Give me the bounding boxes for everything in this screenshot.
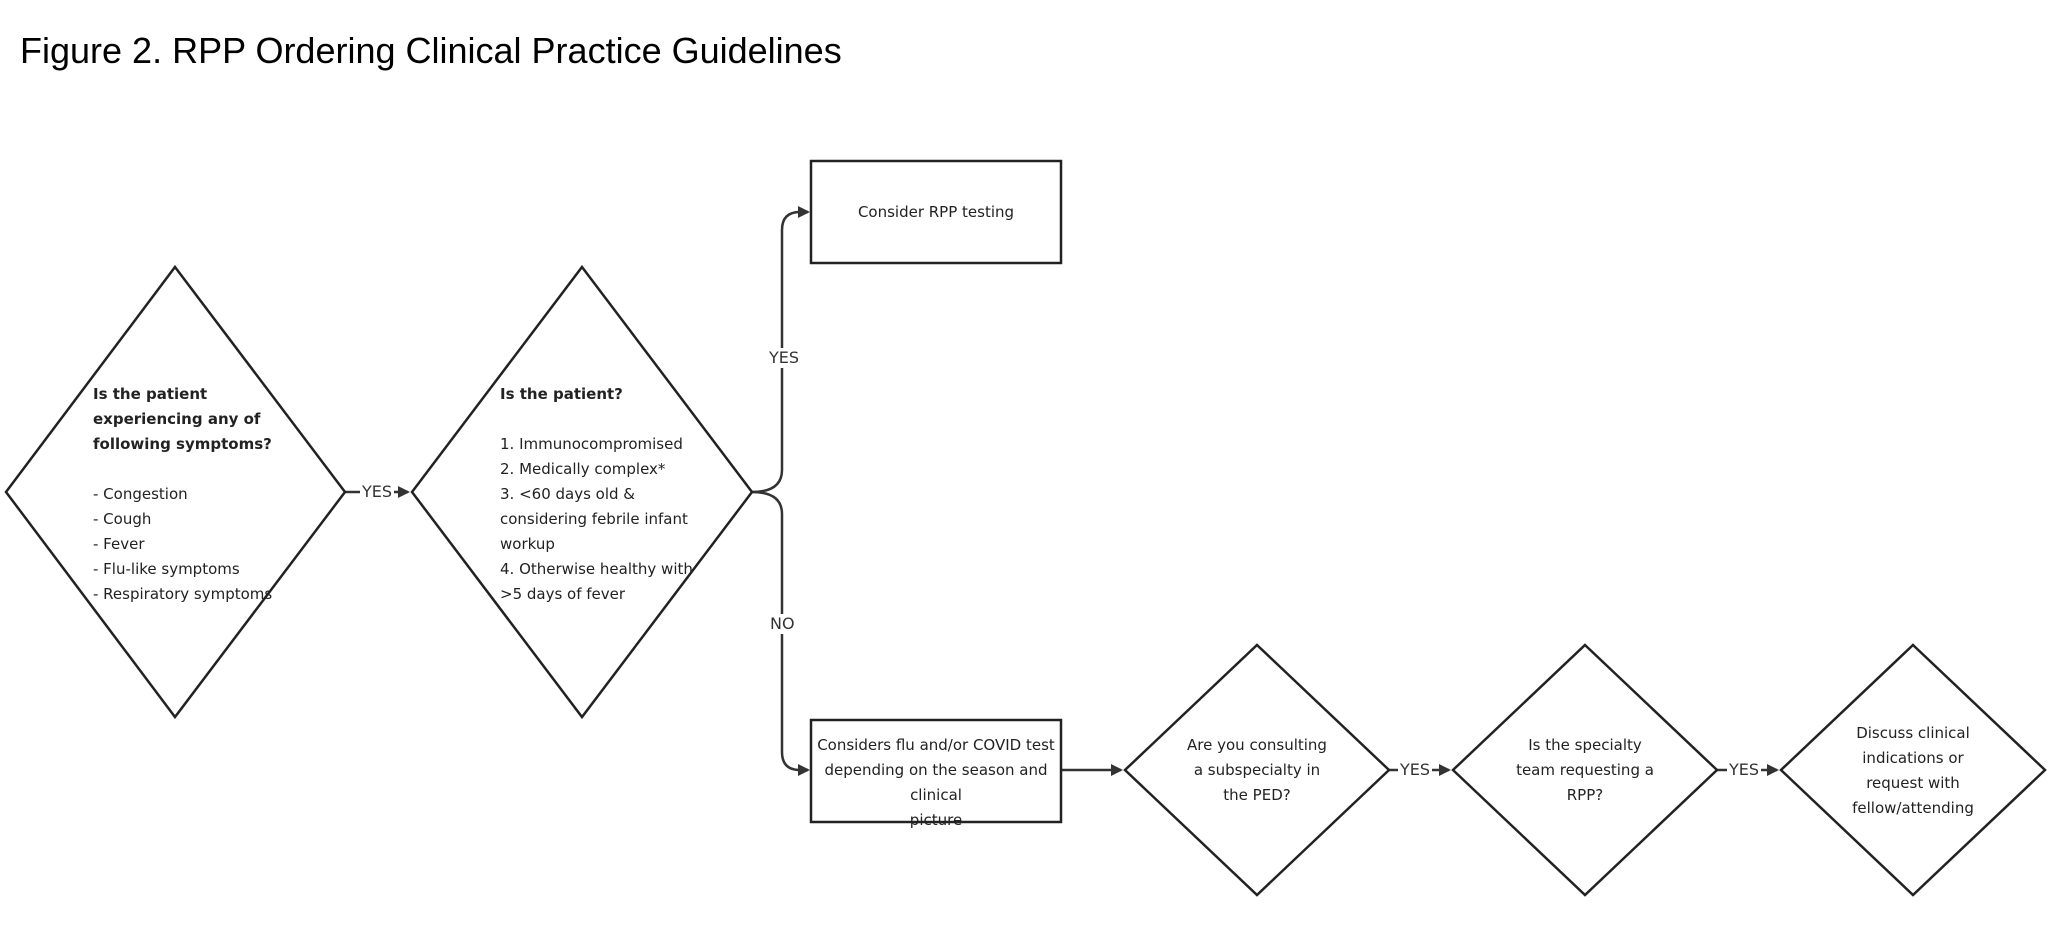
flu-covid-line: Considers flu and/or COVID test	[817, 736, 1055, 754]
patient-heading-line: Is the patient?	[500, 385, 623, 403]
page-title: Figure 2. RPP Ordering Clinical Practice…	[20, 30, 842, 71]
symptoms-heading-line: Is the patient	[93, 385, 208, 403]
symptoms-question: Is the patient experiencing any of follo…	[93, 382, 283, 607]
decision-diamond-subspecialty	[1123, 643, 1391, 897]
symptoms-heading-line: following symptoms?	[93, 435, 272, 453]
edge-patient-to-flu	[751, 490, 810, 776]
discuss-line: indications or	[1862, 749, 1964, 767]
team-line: team requesting a	[1516, 761, 1654, 779]
symptom-item: - Respiratory symptoms	[93, 585, 273, 603]
flu-covid-line: picture	[909, 811, 963, 829]
patient-criterion: 1. Immunocompromised	[500, 435, 683, 453]
subspecialty-line: Are you consulting	[1187, 736, 1327, 754]
edge-label-yes: YES	[1727, 760, 1762, 780]
consider-rpp-text: Consider RPP testing	[811, 200, 1061, 225]
flu-covid-text: Considers flu and/or COVID test dependin…	[811, 733, 1061, 833]
patient-question: Is the patient? 1. Immunocompromised 2. …	[500, 382, 705, 607]
symptom-item: - Congestion	[93, 485, 188, 503]
process-box-flu-covid	[809, 718, 1063, 824]
decision-diamond-symptoms	[4, 264, 347, 720]
patient-criterion: 4. Otherwise healthy with	[500, 560, 693, 578]
patient-criterion: workup	[500, 535, 555, 553]
discuss-line: fellow/attending	[1852, 799, 1974, 817]
edge-label-yes: YES	[767, 348, 802, 368]
edge-patient-to-rpp	[751, 206, 810, 494]
discuss-line: request with	[1866, 774, 1960, 792]
process-box-consider-rpp	[809, 159, 1063, 265]
decision-diamond-team	[1451, 643, 1719, 897]
subspecialty-line: the PED?	[1223, 786, 1291, 804]
patient-criterion: 3. <60 days old &	[500, 485, 636, 503]
patient-criterion: 2. Medically complex*	[500, 460, 666, 478]
subspecialty-question: Are you consulting a subspecialty in the…	[1172, 733, 1342, 808]
team-question: Is the specialty team requesting a RPP?	[1500, 733, 1670, 808]
team-line: Is the specialty	[1528, 736, 1642, 754]
decision-diamond-patient	[410, 264, 754, 720]
patient-criterion: considering febrile infant	[500, 510, 688, 528]
discuss-text: Discuss clinical indications or request …	[1833, 721, 1993, 821]
consider-rpp-line: Consider RPP testing	[857, 203, 1015, 221]
edge-label-yes: YES	[1398, 760, 1433, 780]
symptom-item: - Fever	[93, 535, 145, 553]
discuss-line: Discuss clinical	[1856, 724, 1970, 742]
flu-covid-line: depending on the season and clinical	[824, 761, 1048, 804]
symptoms-heading-line: experiencing any of	[93, 410, 261, 428]
edge-label-yes: YES	[360, 482, 395, 502]
team-line: RPP?	[1566, 786, 1604, 804]
subspecialty-line: a subspecialty in	[1193, 761, 1321, 779]
decision-diamond-discuss	[1779, 643, 2047, 897]
symptom-item: - Cough	[93, 510, 152, 528]
patient-criterion: >5 days of fever	[500, 585, 626, 603]
symptom-item: - Flu-like symptoms	[93, 560, 240, 578]
edge-label-no: NO	[768, 614, 797, 634]
